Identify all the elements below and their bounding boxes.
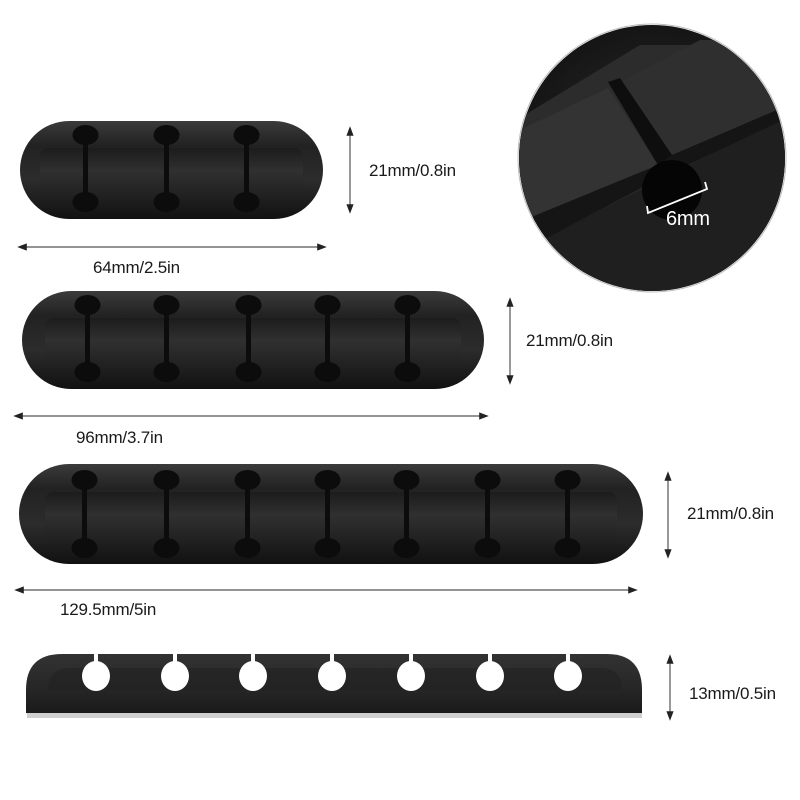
- slot-diameter-label: 6mm: [666, 208, 710, 230]
- height-label-side-view: 13mm/0.5in: [689, 684, 776, 703]
- height-label-7-slot: 21mm/0.8in: [687, 504, 774, 523]
- clip-5-slot: [22, 291, 484, 389]
- height-label-3-slot: 21mm/0.8in: [369, 161, 456, 180]
- width-label-7-slot: 129.5mm/5in: [60, 600, 157, 619]
- slot-detail-callout: [517, 23, 787, 293]
- width-label-3-slot: 64mm/2.5in: [93, 258, 180, 277]
- height-label-5-slot: 21mm/0.8in: [526, 331, 613, 350]
- clip-7-slot: [19, 464, 643, 564]
- clip-7-slot-side-view: [26, 652, 642, 718]
- clip-3-slot: [20, 121, 323, 219]
- width-label-5-slot: 96mm/3.7in: [76, 428, 163, 447]
